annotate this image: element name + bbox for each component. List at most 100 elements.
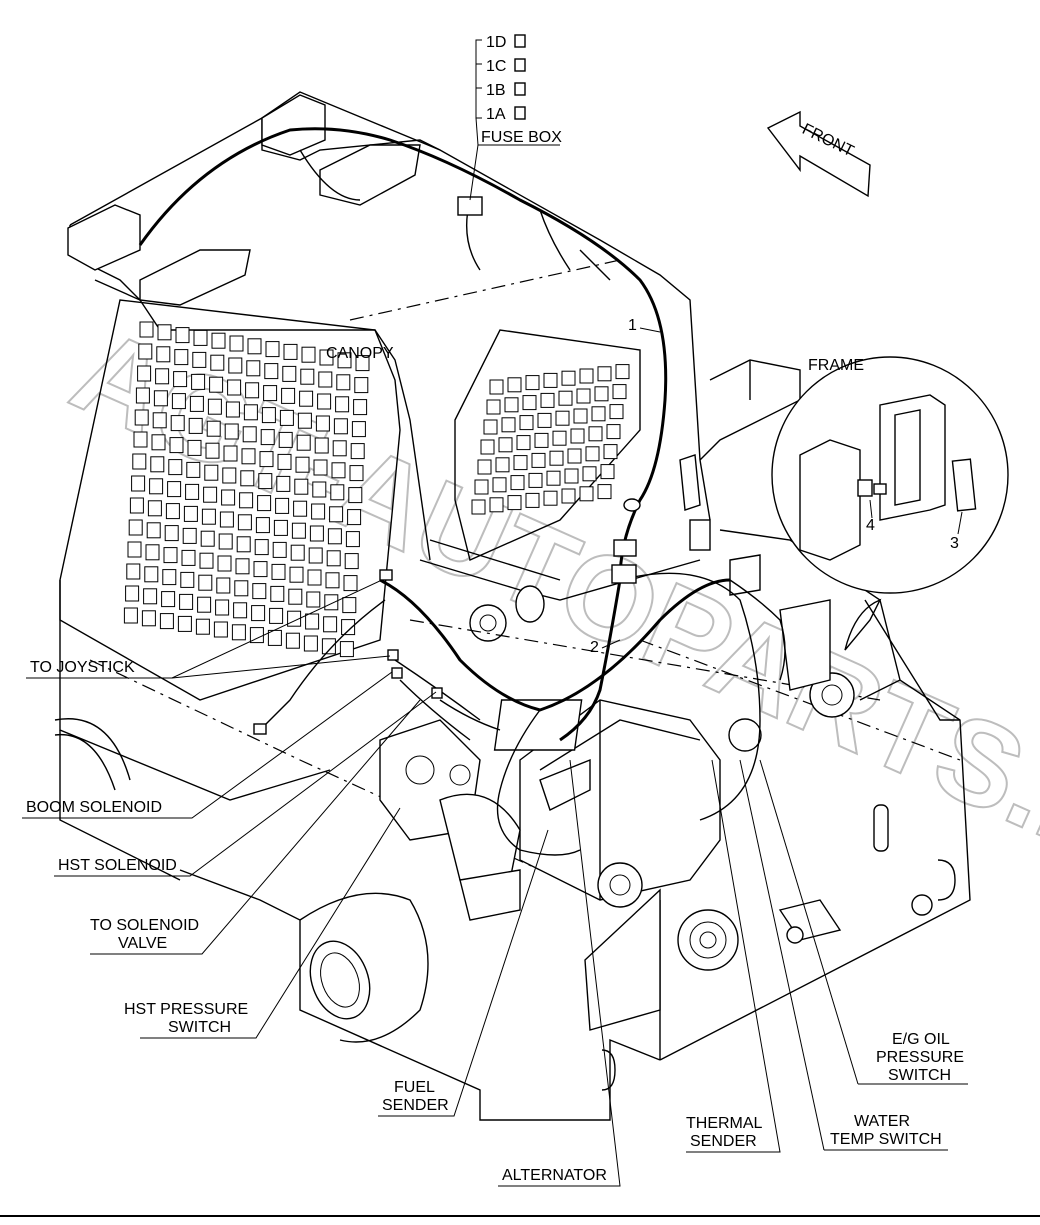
grille-cell	[606, 424, 621, 440]
grille-cell	[189, 395, 204, 412]
grille-cell	[308, 547, 323, 564]
grille-cell	[174, 349, 189, 366]
water-temp-switch-label-2: TEMP SWITCH	[830, 1131, 942, 1148]
grille-cell	[342, 597, 357, 614]
grille-cell	[282, 365, 297, 382]
grille-cell	[191, 373, 206, 390]
grille-cell	[254, 539, 269, 556]
grille-cell	[211, 332, 226, 349]
grille-cell	[600, 464, 615, 480]
grille-cell	[221, 489, 236, 506]
grille-cell	[579, 368, 594, 384]
fuse-1a-label: 1A	[486, 106, 506, 123]
grille-cell	[216, 577, 231, 594]
grille-cell	[333, 418, 348, 435]
grille-cell	[259, 451, 274, 468]
grille-cell	[167, 481, 182, 498]
grille-cell	[198, 574, 213, 591]
grille-cell	[296, 434, 311, 451]
grille-cell	[217, 555, 232, 572]
grille-cell	[537, 412, 552, 428]
grille-cell	[123, 607, 138, 624]
grille-cell	[143, 588, 158, 605]
grille-cell	[161, 591, 176, 608]
grille-cell	[203, 486, 218, 503]
grille-cell	[273, 519, 288, 536]
grille-cell	[177, 615, 192, 632]
grille-cell	[609, 404, 624, 420]
grille-cell	[255, 517, 270, 534]
grille-cell	[145, 544, 160, 561]
grille-cell	[168, 459, 183, 476]
grille-cell	[183, 505, 198, 522]
grille-cell	[350, 443, 365, 460]
grille-cell	[231, 624, 246, 641]
thermal-sender-label-1: THERMAL	[686, 1115, 763, 1132]
canopy-label: CANOPY	[326, 345, 394, 362]
boom-solenoid-label: BOOM SOLENOID	[26, 799, 162, 816]
grille-cell	[204, 464, 219, 481]
grille-cell	[276, 475, 291, 492]
alternator-label: ALTERNATOR	[502, 1167, 607, 1184]
hst-pressure-switch-label-2: SWITCH	[168, 1019, 231, 1036]
grille-cell	[181, 549, 196, 566]
grille-cell	[139, 321, 154, 338]
grille-cell	[337, 352, 352, 369]
grille-cell	[188, 417, 203, 434]
grille-cell	[206, 420, 221, 437]
grille-cell	[354, 377, 369, 394]
grille-cell	[477, 459, 492, 475]
fuse-icon	[514, 34, 526, 120]
grille-cell	[144, 566, 159, 583]
thermal-sender-label-2: SENDER	[690, 1133, 757, 1150]
grille-cell	[260, 429, 275, 446]
grille-cell	[294, 478, 309, 495]
grille-cell	[186, 461, 201, 478]
grille-cell	[317, 393, 332, 410]
grille-cell	[561, 488, 576, 504]
grille-cell	[159, 613, 174, 630]
grille-cell	[129, 497, 144, 514]
grille-cell	[293, 500, 308, 517]
grille-cell	[326, 550, 341, 567]
eg-oil-pressure-switch-label-1: E/G OIL	[892, 1031, 950, 1048]
grille-cell	[271, 563, 286, 580]
grille-cell	[246, 360, 261, 377]
grille-cell	[162, 569, 177, 586]
grille-cell	[588, 426, 603, 442]
grille-cell	[318, 371, 333, 388]
to-joystick-label: TO JOYSTICK	[30, 659, 135, 676]
grille-cell	[534, 432, 549, 448]
grille-cell	[229, 335, 244, 352]
grille-cell	[285, 632, 300, 649]
grille-cell	[233, 602, 248, 619]
grille-cell	[498, 437, 513, 453]
grille-cell	[237, 514, 252, 531]
grille-cell	[199, 552, 214, 569]
grille-cell	[291, 522, 306, 539]
grille-cell	[290, 544, 305, 561]
grille-cell	[552, 430, 567, 446]
grille-cell	[209, 376, 224, 393]
frame-detail: FRAME 4 3	[771, 356, 1009, 651]
grille-cell	[335, 396, 350, 413]
grille-cell	[501, 417, 516, 433]
grille-cell	[163, 547, 178, 564]
grille-cell	[240, 470, 255, 487]
grille-cell	[555, 410, 570, 426]
grille-cell	[525, 375, 540, 391]
grille-cell	[141, 610, 156, 627]
grille-cell	[179, 593, 194, 610]
grille-cell	[171, 393, 186, 410]
grille-cell	[151, 434, 166, 451]
grille-cell	[504, 397, 519, 413]
grille-cell	[615, 364, 630, 380]
grille-cell	[582, 466, 597, 482]
grille-cell	[336, 374, 351, 391]
grille-cell	[564, 468, 579, 484]
callout-4: 4	[866, 517, 875, 534]
grille-cell	[223, 445, 238, 462]
grille-cell	[612, 384, 627, 400]
